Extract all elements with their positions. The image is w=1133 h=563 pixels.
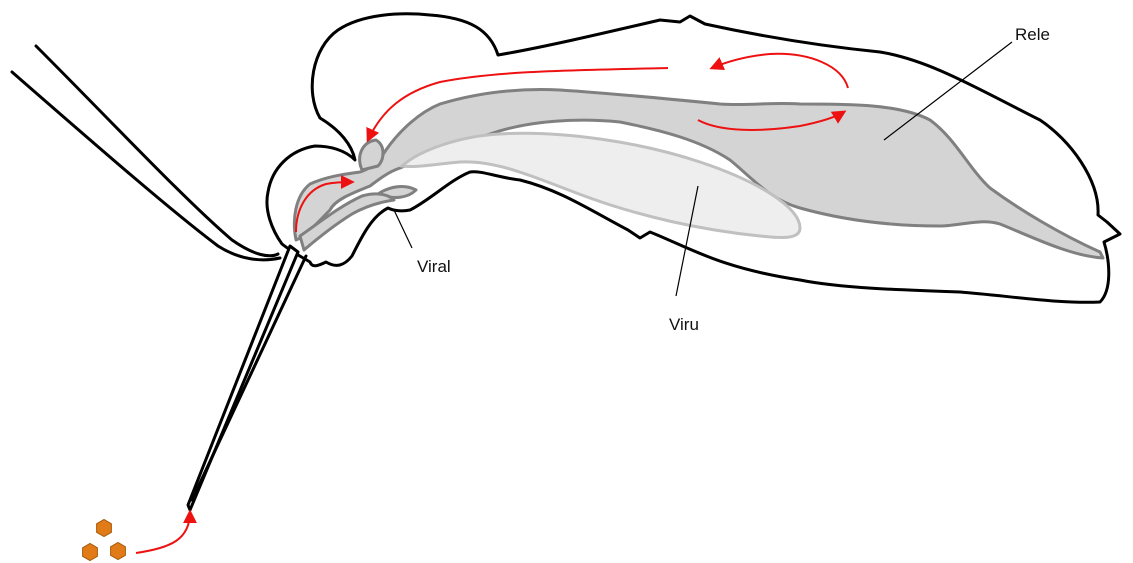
virus-particles — [83, 520, 126, 561]
label-rele: Rele — [1015, 25, 1050, 44]
antennae — [12, 46, 280, 260]
stylet-inner — [192, 256, 306, 500]
hexagon-particle-icon — [83, 544, 98, 561]
label-viral: Viral — [417, 257, 451, 276]
flow-arrow-entry — [136, 512, 190, 553]
hexagon-particle-icon — [97, 520, 112, 537]
stylet — [188, 246, 306, 510]
antenna-upper — [36, 46, 278, 256]
label-viru: Viru — [669, 315, 699, 334]
leader-viral — [394, 210, 412, 248]
hexagon-particle-icon — [111, 543, 126, 560]
antenna-lower — [12, 72, 280, 260]
